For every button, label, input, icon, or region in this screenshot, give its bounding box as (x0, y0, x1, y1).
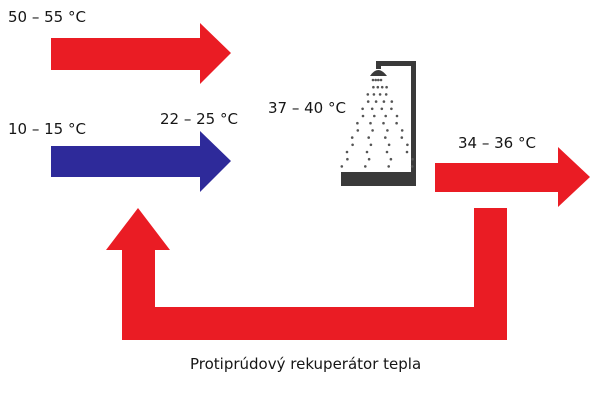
water-drop (374, 78, 378, 82)
water-drop (400, 136, 404, 139)
water-drop (387, 143, 391, 147)
water-drop (356, 129, 360, 132)
water-drop (367, 157, 371, 161)
water-drop (385, 150, 389, 154)
water-drop (345, 150, 349, 154)
water-drop (364, 165, 367, 168)
water-drop (406, 143, 409, 147)
diagram-caption: Protiprúdový rekuperátor tepla (190, 355, 422, 373)
water-drop (380, 85, 384, 89)
water-drop (384, 136, 387, 139)
hot-water-arrow (51, 23, 231, 84)
water-drops (340, 78, 414, 168)
water-drop (372, 85, 375, 89)
waste-water-arrow (435, 147, 590, 207)
water-drop (372, 93, 376, 96)
water-drop (346, 157, 349, 161)
water-drop (395, 114, 399, 118)
water-drop (366, 100, 370, 103)
water-drop (386, 129, 389, 132)
water-drop (385, 85, 388, 89)
water-drop (384, 93, 388, 96)
shower-temp-label: 37 – 40 °C (268, 99, 346, 117)
water-drop (374, 100, 378, 103)
water-drop (350, 136, 354, 139)
water-drop (340, 165, 344, 168)
water-drop (361, 107, 364, 111)
water-drop (405, 150, 409, 154)
water-drop (371, 129, 374, 132)
water-drop (387, 165, 391, 168)
water-drop (371, 78, 375, 82)
cold-water-arrow (51, 131, 231, 192)
water-drop (356, 121, 359, 125)
water-drop (382, 121, 385, 125)
water-drop (400, 129, 404, 132)
water-drop (351, 143, 354, 147)
water-drop (378, 93, 382, 96)
waste-temp-label: 34 – 36 °C (458, 134, 536, 152)
water-drop (377, 78, 380, 82)
water-drop (395, 121, 398, 125)
water-drop (369, 121, 372, 125)
water-drop (373, 114, 376, 118)
water-drop (382, 100, 386, 103)
shower-icon (340, 61, 416, 186)
water-drop (389, 157, 393, 161)
water-drop (390, 100, 394, 103)
water-drop (369, 143, 373, 147)
water-drop (390, 107, 393, 111)
water-drop (365, 150, 369, 154)
water-drop (384, 114, 388, 118)
water-drop (366, 93, 370, 96)
water-drop (367, 136, 371, 139)
water-drop (376, 85, 380, 89)
water-drop (361, 114, 365, 118)
heat-recovery-loop-arrow (106, 208, 507, 340)
water-drop (380, 107, 384, 111)
water-drop (410, 165, 414, 168)
hot-supply-temp-label: 50 – 55 °C (8, 8, 86, 26)
water-drop (411, 157, 414, 161)
cold-supply-temp-label: 10 – 15 °C (8, 120, 86, 138)
water-drop (370, 107, 374, 111)
water-drop (379, 78, 383, 82)
preheated-temp-label: 22 – 25 °C (160, 110, 238, 128)
